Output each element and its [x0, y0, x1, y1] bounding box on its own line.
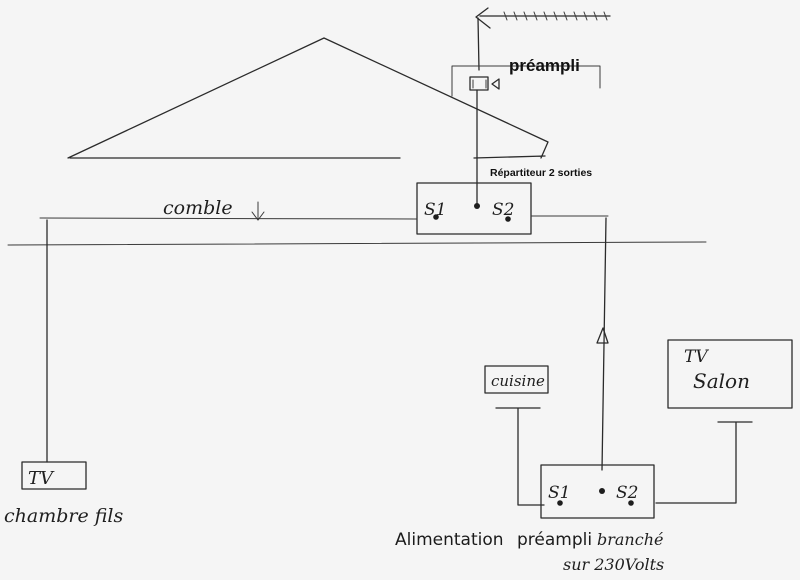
- power-label-voltage: sur 230Volts: [563, 555, 664, 574]
- attic-floor-line-lower: [7, 241, 707, 246]
- tv-living-room: [655, 339, 793, 504]
- downlink-cable: [601, 217, 607, 471]
- splitter-top-out1: S1: [424, 200, 446, 220]
- preamp-box: [451, 65, 601, 97]
- tv-bedroom-label: chambre fils: [4, 505, 124, 527]
- splitter-bottom-out2: S2: [616, 483, 638, 503]
- preamp-label: préampli: [509, 56, 580, 75]
- attic-label: comble: [163, 197, 233, 219]
- splitter-bottom-out1: S1: [548, 483, 570, 503]
- splitter-bottom: [540, 464, 655, 519]
- tv-kitchen-label: cuisine: [491, 372, 545, 390]
- tv-bedroom: [21, 461, 87, 490]
- tv-kitchen: [484, 365, 549, 506]
- splitter-caption: Répartiteur 2 sorties: [490, 167, 592, 179]
- attic-arrow: [251, 201, 265, 221]
- power-label-preamp: préampli: [517, 530, 592, 550]
- roof-outline: [67, 37, 549, 159]
- splitter-top-out2: S2: [492, 200, 514, 220]
- power-label-prefix: Alimentation: [395, 530, 504, 550]
- tv-living-room-label: Salon: [693, 369, 750, 393]
- tv-living-room-tv: TV: [684, 347, 709, 367]
- antenna-icon: [475, 7, 611, 71]
- tv-bedroom-tv: TV: [28, 468, 55, 489]
- power-label-plugged: branché: [597, 530, 663, 549]
- downlink-arrow: [596, 327, 609, 344]
- splitter-top: [416, 182, 532, 235]
- attic-floor-line-upper: [39, 215, 609, 220]
